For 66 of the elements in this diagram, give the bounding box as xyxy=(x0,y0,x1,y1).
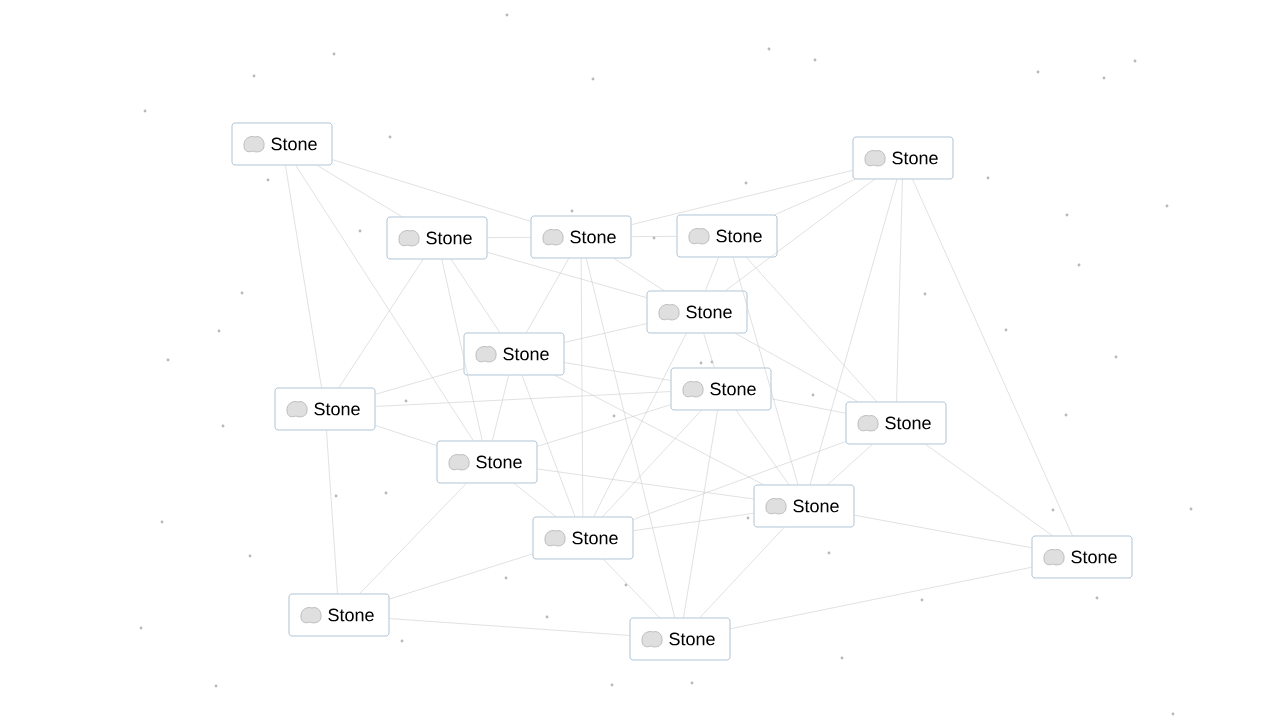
connector-line xyxy=(683,410,718,618)
connector-line xyxy=(730,566,1032,630)
connector-line xyxy=(389,553,533,600)
connector-line xyxy=(450,259,501,333)
connector-line xyxy=(492,375,509,441)
connector-line xyxy=(554,375,764,485)
stone-box: Stone xyxy=(852,136,954,180)
connector-line xyxy=(631,170,853,225)
connector-line xyxy=(771,398,846,414)
connector-line xyxy=(703,333,715,368)
connector-line xyxy=(633,513,754,531)
connector-line xyxy=(441,259,483,441)
stone-box: Stone xyxy=(532,516,634,560)
connector-line xyxy=(359,483,467,594)
stone-box: Stone xyxy=(845,401,947,445)
connector-line xyxy=(745,257,878,402)
connector-line xyxy=(603,559,660,618)
connector-line xyxy=(827,444,873,485)
connector-line xyxy=(295,165,474,441)
connector-line xyxy=(912,179,1073,536)
connector-line xyxy=(389,618,630,636)
stone-box: Stone xyxy=(463,332,565,376)
stone-box: Stone xyxy=(436,440,538,484)
connector-line xyxy=(332,159,531,222)
stone-box: Stone xyxy=(231,122,333,166)
connector-line xyxy=(602,410,702,517)
connector-line xyxy=(537,404,671,447)
connector-line xyxy=(521,375,576,517)
connector-line xyxy=(925,444,1053,536)
connector-line xyxy=(487,252,647,298)
connector-line xyxy=(326,430,338,594)
connector-line xyxy=(513,483,557,517)
connector-line xyxy=(732,257,799,485)
connector-line xyxy=(285,165,322,388)
connector-line xyxy=(375,391,671,407)
connector-line xyxy=(537,468,754,500)
connector-line xyxy=(316,165,403,217)
connector-line xyxy=(725,179,875,291)
stone-box: Stone xyxy=(676,214,778,258)
stone-box: Stone xyxy=(670,367,772,411)
connector-line xyxy=(564,362,671,381)
connector-line xyxy=(735,333,859,402)
stone-box: Stone xyxy=(386,216,488,260)
connector-line xyxy=(375,425,437,446)
connector-line xyxy=(896,179,903,402)
stone-box: Stone xyxy=(629,617,731,661)
connector-line xyxy=(525,258,570,333)
stone-box: Stone xyxy=(288,593,390,637)
connector-line xyxy=(375,368,464,395)
connector-line xyxy=(699,527,785,618)
connector-line xyxy=(613,258,665,291)
connector-line xyxy=(854,514,1032,549)
connector-line xyxy=(593,333,687,517)
connector-line xyxy=(585,258,676,618)
connector-line xyxy=(774,179,856,215)
connector-line xyxy=(735,410,790,485)
connector-line xyxy=(633,441,846,520)
stone-box: Stone xyxy=(1031,535,1133,579)
connector-line xyxy=(705,257,719,291)
connector-line xyxy=(564,323,647,343)
connector-line xyxy=(338,259,424,388)
stone-box: Stone xyxy=(753,484,855,528)
stone-box: Stone xyxy=(530,215,632,259)
connector-line xyxy=(809,179,898,485)
stone-box: Stone xyxy=(646,290,748,334)
stone-box: Stone xyxy=(274,387,376,431)
